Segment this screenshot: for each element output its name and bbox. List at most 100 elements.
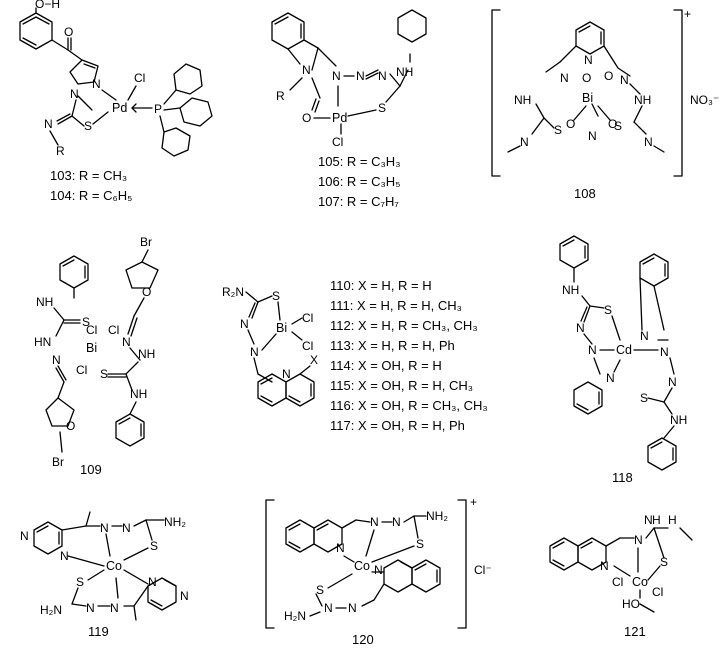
atom-nh1-108: NH — [514, 93, 531, 107]
label-112: 112: X = H, R = CH₃, CH₃ — [330, 318, 478, 333]
atom-o: O — [64, 25, 73, 39]
atom-n3: N — [356, 69, 365, 83]
atom-hn-109: HN — [34, 335, 51, 349]
atom-n3-119: N — [100, 521, 109, 535]
atom-n8-119: N — [180, 589, 189, 603]
atom-nh2a-120: NH₂ — [426, 509, 448, 523]
charge-108: + — [684, 7, 691, 21]
atom-cl2-109: Cl — [108, 323, 119, 337]
atom-n3-108: N — [520, 135, 529, 149]
atom-s2-118: S — [640, 391, 648, 405]
atom-h1-121: H — [652, 513, 661, 527]
label-110: 110: X = H, R = H — [330, 278, 432, 293]
atom-p: P — [154, 102, 162, 116]
label-107: 107: R = C₇H₇ — [318, 194, 399, 209]
atom-cl1-109: Cl — [86, 323, 97, 337]
atom-cl2-121: Cl — [652, 585, 663, 599]
label-109: 109 — [80, 462, 102, 477]
atom-no1-108: N — [560, 71, 569, 85]
atom-s: S — [84, 119, 92, 133]
atom-n4-119: N — [122, 521, 131, 535]
atom-n3-121: N — [644, 513, 653, 527]
atom-cl: Cl — [134, 71, 145, 85]
atom-o4-108: O — [608, 117, 617, 131]
atom-s1-120: S — [416, 537, 424, 551]
atom-br2-109: Br — [140, 235, 152, 249]
atom-s1-109: S — [82, 315, 90, 329]
atom-s2-120: S — [316, 583, 324, 597]
compound-103-104: O−H O N N N R S Pd Cl P 1 — [19, 0, 213, 203]
atom-nh1-118: NH — [562, 283, 579, 297]
atom-nh2-118: NH — [670, 413, 687, 427]
atom-nh: NH — [396, 65, 413, 79]
atom-pd: Pd — [332, 111, 347, 125]
compound-120: + Cl⁻ N N N NH₂ S Co N N N S — [265, 495, 492, 647]
atom-n4-118: N — [660, 345, 669, 359]
atom-s1-119: S — [150, 539, 158, 553]
atom-cl1-110: Cl — [302, 311, 313, 325]
atom-bi-108: Bi — [582, 91, 593, 105]
atom-n2-119: N — [60, 549, 69, 563]
atom-s2-108: S — [614, 119, 622, 133]
atom-n4-120: N — [374, 563, 383, 577]
atom-cl1-121: Cl — [612, 575, 623, 589]
atom-oh: O−H — [35, 0, 60, 11]
atom-n2-110: N — [250, 345, 259, 359]
counterion-108: NO₃⁻ — [690, 93, 719, 107]
atom-s1-118: S — [604, 303, 612, 317]
atom-s-110: S — [272, 289, 280, 303]
label-121: 121 — [624, 624, 646, 639]
atom-nh1-109: NH — [36, 295, 53, 309]
atom-n5-119: N — [86, 601, 95, 615]
atom-x: X — [310, 353, 318, 367]
atom-n1-120: N — [336, 541, 345, 555]
atom-s2-119: S — [76, 575, 84, 589]
atom-n1-121: N — [600, 559, 609, 573]
atom-o1-108: O — [582, 71, 591, 85]
label-120: 120 — [352, 632, 374, 647]
atom-n1-118: N — [576, 321, 585, 335]
compound-110-117: R₂N S N N Bi Cl Cl N X 110: X = H, R = H… — [222, 278, 488, 433]
label-103: 103: R = CH₃ — [50, 168, 127, 183]
atom-o2-108: O — [604, 69, 613, 83]
atom-n6-118: N — [606, 371, 615, 385]
atom-nh2-108: NH — [634, 93, 651, 107]
label-111: 111: X = H, R = H, CH₃ — [330, 298, 462, 313]
atom-nh2a-119: NH₂ — [164, 515, 186, 529]
atom-n2-120: N — [370, 515, 379, 529]
atom-s: S — [378, 101, 386, 115]
atom-n1: N — [92, 77, 101, 91]
atom-n2-121: N — [634, 533, 643, 547]
counterion-120: Cl⁻ — [474, 563, 492, 577]
atom-n1-108: N — [584, 53, 593, 67]
atom-br1-109: Br — [52, 455, 64, 469]
atom-n1-119: N — [20, 529, 29, 543]
atom-r: R — [56, 144, 65, 158]
atom-cl3-109: Cl — [76, 363, 87, 377]
atom-n2: N — [70, 87, 79, 101]
compound-118: NH S N N Cd N N N S NH N — [559, 235, 687, 485]
atom-cl: Cl — [332, 135, 343, 149]
label-115: 115: X = OH, R = H, CH₃ — [330, 378, 473, 393]
atom-n1-109: N — [52, 353, 61, 367]
atom-co-120: Co — [354, 559, 370, 573]
charge-120: + — [470, 495, 477, 509]
atom-n2: N — [332, 69, 341, 83]
atom-s1-108: S — [554, 123, 562, 137]
atom-n3-120: N — [392, 515, 401, 529]
atom-nh2b-119: H₂N — [40, 603, 62, 617]
compound-108: + NO₃⁻ N N NH S N NH S N Bi N O O N O O … — [491, 7, 719, 201]
label-116: 116: X = OH, R = CH₃, CH₃ — [330, 398, 488, 413]
atom-n2-118: N — [588, 343, 597, 357]
atom-nh2b-120: H₂N — [284, 609, 306, 623]
label-118: 118 — [612, 470, 633, 485]
atom-nh3-109: NH — [130, 387, 147, 401]
label-113: 113: X = H, R = H, Ph — [330, 338, 455, 353]
label-105: 105: R = C₃H₃ — [318, 154, 400, 169]
atom-o: O — [302, 111, 311, 125]
atom-n1-110: N — [240, 317, 249, 331]
atom-co-121: Co — [632, 575, 648, 589]
atom-n4-108: N — [644, 135, 653, 149]
